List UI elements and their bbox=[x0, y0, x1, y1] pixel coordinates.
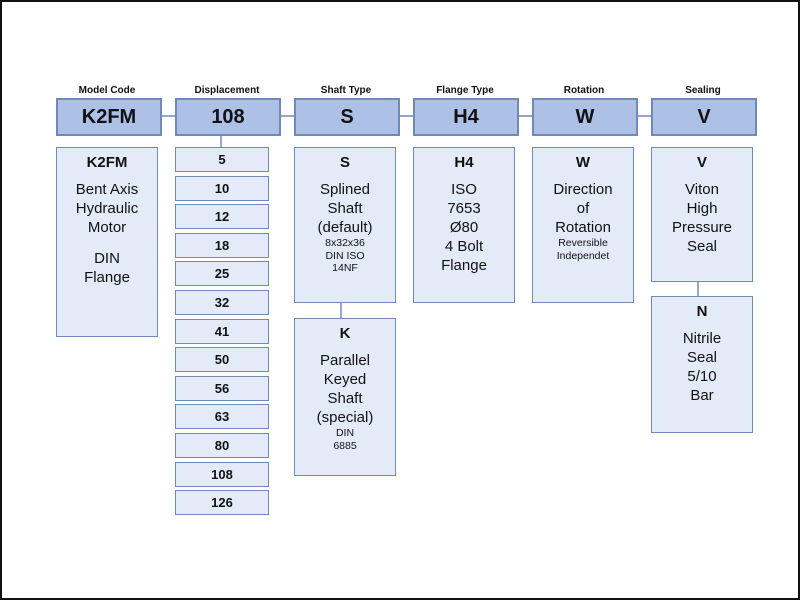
sealing-option-line: 5/10 bbox=[687, 368, 717, 385]
header-label-flange-type: Flange Type bbox=[436, 85, 494, 96]
flange-option-line: 7653 bbox=[447, 200, 481, 217]
rotation-option-box: W Direction of Rotation Reversible Indep… bbox=[532, 147, 634, 303]
shaft-option-spec: DIN bbox=[335, 427, 355, 439]
sealing-option-line: Bar bbox=[690, 387, 714, 404]
model-option-line: DIN bbox=[94, 250, 120, 267]
sealing-option-line: Seal bbox=[686, 349, 718, 366]
model-option-spacer bbox=[57, 237, 157, 249]
model-option-box: K2FM Bent Axis Hydraulic Motor DIN Flang… bbox=[56, 147, 158, 337]
code-box-sealing: V bbox=[651, 98, 757, 136]
header-label-displacement: Displacement bbox=[194, 85, 260, 96]
sealing-option-code: N bbox=[696, 303, 708, 320]
shaft-option-box-keyed: K Parallel Keyed Shaft (special) DIN 688… bbox=[294, 318, 396, 476]
shaft-option-spec: 8x32x36 bbox=[325, 237, 365, 249]
rotation-option-line: of bbox=[576, 200, 590, 217]
displacement-option: 25 bbox=[175, 261, 269, 286]
flange-option-line: 4 Bolt bbox=[444, 238, 484, 255]
model-option-code: K2FM bbox=[86, 154, 128, 171]
flange-option-line: ISO bbox=[451, 181, 477, 198]
flange-option-code: H4 bbox=[454, 154, 474, 171]
header-label-rotation: Rotation bbox=[563, 85, 605, 96]
sealing-option-line: Seal bbox=[686, 238, 718, 255]
model-option-line: Flange bbox=[84, 269, 130, 286]
code-box-flange: H4 bbox=[413, 98, 519, 136]
displacement-option: 50 bbox=[175, 347, 269, 372]
sealing-option-line: Nitrile bbox=[682, 330, 722, 347]
displacement-option: 108 bbox=[175, 462, 269, 487]
sealing-option-line: Pressure bbox=[671, 219, 733, 236]
flange-option-line: Flange bbox=[441, 257, 487, 274]
shaft-option-line: Shaft bbox=[327, 390, 363, 407]
model-option-line: Motor bbox=[87, 219, 127, 236]
sealing-option-box-nitrile: N Nitrile Seal 5/10 Bar bbox=[651, 296, 753, 433]
flange-option-box: H4 ISO 7653 Ø80 4 Bolt Flange bbox=[413, 147, 515, 303]
displacement-option: 5 bbox=[175, 147, 269, 172]
sealing-option-line: Viton bbox=[685, 181, 719, 198]
shaft-option-line: Parallel bbox=[319, 352, 371, 369]
rotation-option-line: Direction bbox=[553, 181, 613, 198]
shaft-option-box-splined: S Splined Shaft (default) 8x32x36 DIN IS… bbox=[294, 147, 396, 303]
displacement-option: 10 bbox=[175, 176, 269, 201]
sealing-option-code: V bbox=[696, 154, 707, 171]
model-option-line: Bent Axis bbox=[75, 181, 139, 198]
shaft-option-line: (default) bbox=[317, 219, 373, 236]
shaft-option-line: Shaft bbox=[327, 200, 363, 217]
code-box-rotation: W bbox=[532, 98, 638, 136]
code-box-shaft: S bbox=[294, 98, 400, 136]
displacement-option: 80 bbox=[175, 433, 269, 458]
model-option-line: Hydraulic bbox=[75, 200, 139, 217]
displacement-option: 56 bbox=[175, 376, 269, 401]
shaft-option-code: S bbox=[339, 154, 350, 171]
sealing-option-box-viton: V Viton High Pressure Seal bbox=[651, 147, 753, 282]
code-box-model: K2FM bbox=[56, 98, 162, 136]
displacement-option: 63 bbox=[175, 404, 269, 429]
rotation-option-spec: Independet bbox=[556, 249, 610, 262]
shaft-option-line: (special) bbox=[316, 409, 374, 426]
displacement-option: 12 bbox=[175, 204, 269, 229]
shaft-option-spec: DIN ISO bbox=[325, 249, 365, 262]
sealing-option-line: High bbox=[686, 200, 718, 217]
shaft-option-code: K bbox=[339, 325, 351, 342]
displacement-option: 41 bbox=[175, 319, 269, 344]
shaft-option-line: Keyed bbox=[323, 371, 367, 388]
header-label-shaft-type: Shaft Type bbox=[320, 85, 372, 96]
rotation-option-line: Rotation bbox=[555, 219, 611, 236]
shaft-option-spec: 6885 bbox=[333, 439, 357, 452]
shaft-option-line: Splined bbox=[319, 181, 371, 198]
rotation-option-spec: Reversible bbox=[558, 237, 608, 249]
flange-option-line: Ø80 bbox=[449, 219, 479, 236]
header-label-model-code: Model Code bbox=[78, 85, 136, 96]
displacement-option: 32 bbox=[175, 290, 269, 315]
rotation-option-code: W bbox=[575, 154, 591, 171]
displacement-option: 18 bbox=[175, 233, 269, 258]
displacement-option: 126 bbox=[175, 490, 269, 515]
shaft-option-spec: 14NF bbox=[332, 262, 358, 274]
header-label-sealing: Sealing bbox=[685, 85, 721, 96]
code-box-displacement: 108 bbox=[175, 98, 281, 136]
